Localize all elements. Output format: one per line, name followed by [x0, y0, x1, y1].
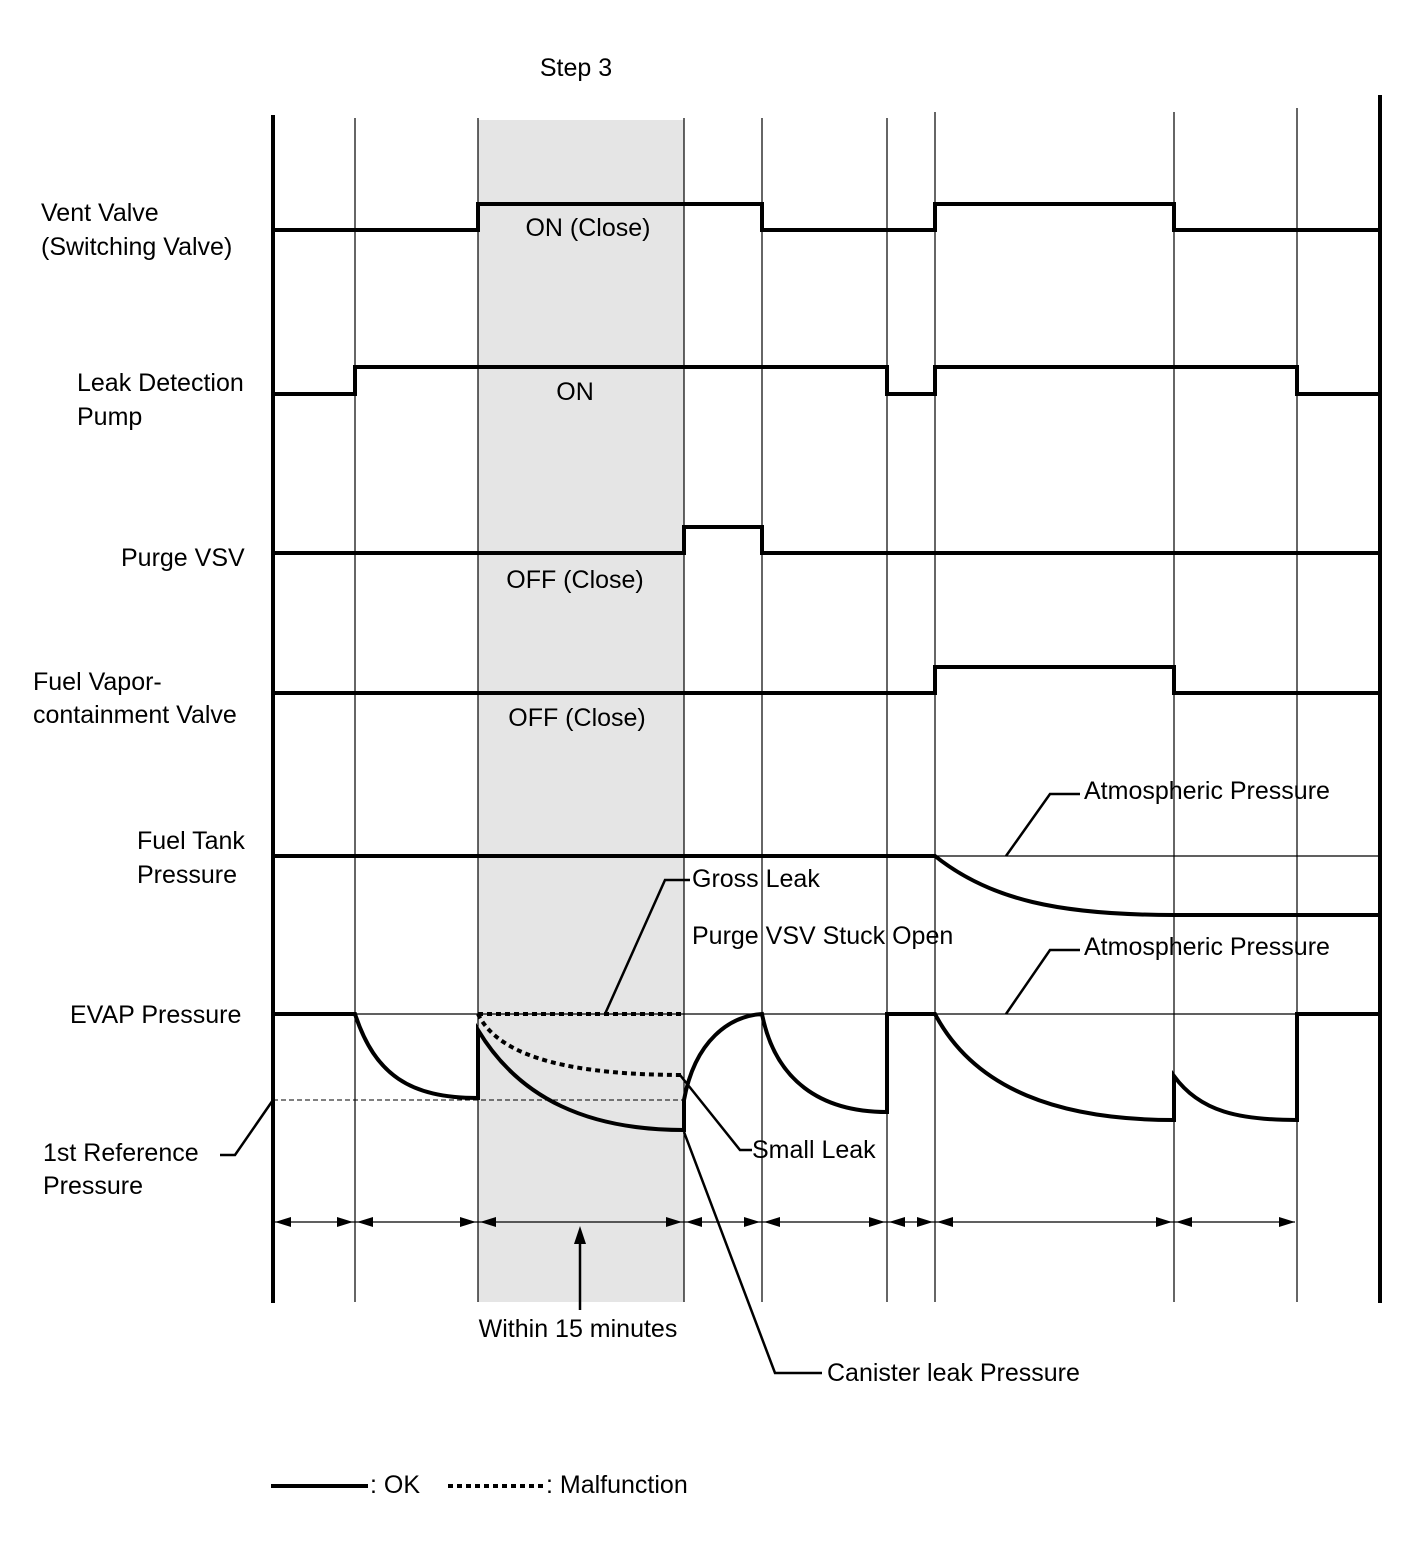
vent-valve-label: Vent Valve(Switching Valve) — [41, 199, 232, 261]
within-label: Within 15 minutes — [479, 1315, 678, 1343]
atmospheric-label-1: Atmospheric Pressure — [1084, 777, 1330, 805]
purge-vsv-label: Purge VSV — [121, 544, 245, 572]
canister-label: Canister leak Pressure — [827, 1359, 1080, 1387]
atmospheric-label-2: Atmospheric Pressure — [1084, 933, 1330, 961]
vent-valve-trace — [273, 202, 1380, 232]
stuck-open-label: Purge VSV Stuck Open — [692, 922, 953, 950]
step3-shaded-region — [478, 120, 684, 1302]
vapor-valve-label: Fuel Vapor-containment Valve — [33, 668, 237, 729]
small-leak-label: Small Leak — [752, 1136, 876, 1164]
leak-pump-state: ON — [556, 378, 594, 406]
evap-pressure-trace — [273, 1011, 1380, 1133]
purge-vsv-trace — [273, 525, 1380, 555]
step-label: Step 3 — [540, 54, 612, 82]
gross-leak-pointer — [603, 878, 690, 1015]
purge-vsv-state: OFF (Close) — [506, 566, 644, 594]
interval-arrows — [275, 1217, 1295, 1227]
vapor-valve-trace — [273, 665, 1380, 695]
fuel-tank-pressure-trace — [273, 854, 1380, 917]
legend-ok-label: : OK — [370, 1471, 420, 1499]
within-pointer-arrowhead — [574, 1226, 586, 1244]
canister-pointer — [682, 1131, 822, 1375]
atmospheric-pointer-1 — [1004, 792, 1080, 857]
reference-pointer — [220, 1099, 275, 1157]
atmospheric-pointer-2 — [1004, 948, 1080, 1015]
small-leak-dotted-trace — [476, 1013, 685, 1077]
evap-pressure-label: EVAP Pressure — [70, 1001, 241, 1029]
vapor-valve-state: OFF (Close) — [508, 704, 646, 732]
legend-malfunction-label: : Malfunction — [546, 1471, 688, 1499]
gross-leak-label: Gross Leak — [692, 865, 820, 893]
vent-valve-state: ON (Close) — [525, 214, 650, 242]
small-leak-pointer — [679, 1074, 752, 1152]
leak-pump-trace — [273, 365, 1380, 396]
